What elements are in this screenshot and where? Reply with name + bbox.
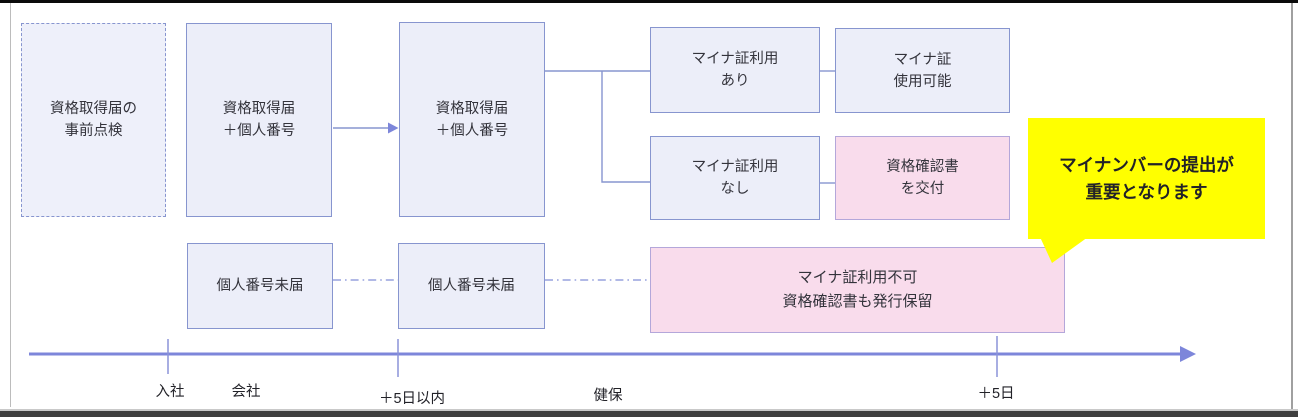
box-myna-unusable-line2: 資格確認書も発行保留 — [782, 293, 933, 310]
box-number-pending-1: 個人番号未届 — [187, 243, 333, 329]
box-certificate-issue-line2: を交付 — [900, 181, 945, 197]
box-myna-use-yes-line2: あり — [720, 73, 750, 89]
timeline-label-within-5-days: ＋5日以内 — [378, 391, 446, 407]
callout-myna-note-line2: 重要となります — [1085, 181, 1208, 202]
box-company-submit-line2: ＋個人番号 — [222, 123, 296, 139]
timeline-label-plus-5-days: ＋5日 — [977, 386, 1015, 402]
callout-myna-note: マイナンバーの提出が 重要となります — [1028, 118, 1265, 239]
box-myna-use-yes: マイナ証利用 あり — [650, 27, 820, 113]
box-myna-unusable-line1: マイナ証利用不可 — [797, 269, 918, 286]
screenshot-right-edge — [1291, 3, 1293, 409]
timeline-label-kenpo: 健保 — [593, 388, 623, 404]
timeline-label-nyusha: 入社 — [155, 384, 185, 400]
box-myna-unusable: マイナ証利用不可 資格確認書も発行保留 — [650, 247, 1065, 333]
connector-branch-bottom — [601, 71, 650, 183]
box-myna-use-no: マイナ証利用 なし — [650, 136, 820, 220]
box-precheck: 資格取得届の 事前点検 — [21, 23, 166, 217]
box-kenpo-submit-line2: ＋個人番号 — [435, 122, 509, 139]
callout-myna-note-line1: マイナンバーの提出が — [1059, 154, 1234, 175]
box-precheck-line2: 事前点検 — [64, 123, 123, 139]
box-certificate-issue: 資格確認書 を交付 — [835, 136, 1010, 220]
box-precheck-line1: 資格取得届の — [50, 101, 137, 117]
box-myna-use-no-line2: なし — [720, 181, 750, 197]
box-number-pending-2: 個人番号未届 — [398, 243, 545, 329]
box-number-pending-1-line1: 個人番号未届 — [216, 278, 304, 294]
screenshot-bottom-edge — [0, 409, 1298, 417]
box-company-submit: 資格取得届 ＋個人番号 — [186, 23, 332, 217]
box-myna-use-no-line1: マイナ証利用 — [691, 159, 779, 175]
box-kenpo-submit: 資格取得届 ＋個人番号 — [399, 22, 545, 217]
screenshot-top-edge — [0, 0, 1298, 3]
box-myna-usable-line1: マイナ証 — [893, 51, 952, 68]
box-company-submit-line1: 資格取得届 — [222, 101, 296, 117]
timeline-arrowhead — [1180, 346, 1196, 362]
box-kenpo-submit-line1: 資格取得届 — [435, 100, 509, 117]
box-certificate-issue-line1: 資格確認書 — [886, 159, 959, 175]
box-myna-usable-line2: 使用可能 — [893, 73, 952, 90]
screenshot-left-edge — [10, 3, 11, 407]
box-number-pending-2-line1: 個人番号未届 — [428, 278, 515, 294]
timeline-label-kaisha: 会社 — [231, 384, 261, 400]
arrow-company-to-kenpo-head — [388, 122, 399, 134]
box-myna-use-yes-line1: マイナ証利用 — [691, 51, 779, 67]
box-myna-usable: マイナ証 使用可能 — [835, 28, 1010, 113]
